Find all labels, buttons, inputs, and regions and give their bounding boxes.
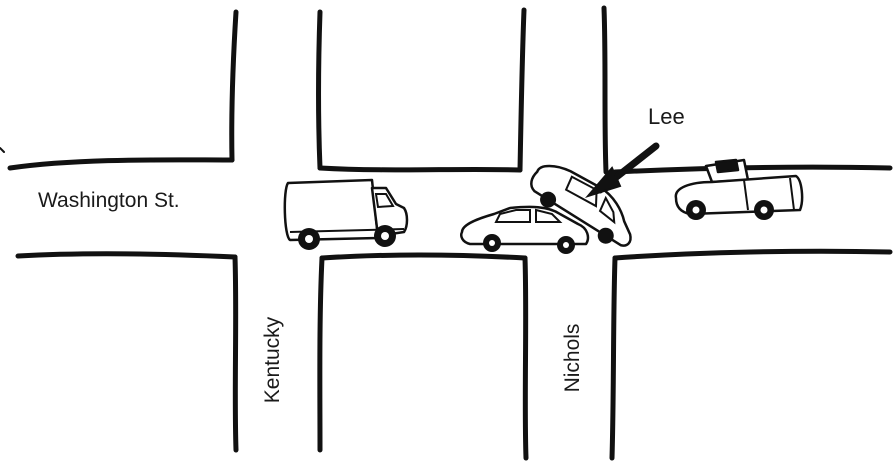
road-lines [0, 5, 893, 461]
washington-north-edge-west [7, 157, 235, 171]
washington-south-edge-west [15, 251, 238, 260]
kentucky-east-edge-south [317, 255, 325, 453]
kentucky-east-edge-north [316, 9, 323, 171]
box-truck [283, 178, 409, 250]
washington-north-edge-east [612, 164, 893, 175]
driver-label-lee: Lee [648, 104, 685, 129]
edge-tick [0, 147, 5, 153]
kentucky-west-edge-south [232, 254, 239, 453]
washington-south-edge-east [612, 248, 893, 261]
arrow-icon [584, 142, 660, 198]
car-sedan [460, 205, 590, 254]
nichols-west-edge-south [522, 255, 529, 461]
nichols-west-edge-north [517, 7, 527, 173]
nichols-east-edge-south [609, 255, 618, 461]
street-label-washington: Washington St. [38, 189, 180, 212]
pickup-truck [674, 158, 804, 220]
nichols-east-edge-north [601, 5, 609, 175]
street-label-kentucky: Kentucky [261, 316, 284, 404]
car-tilted [530, 164, 632, 247]
kentucky-west-edge-north [229, 9, 239, 163]
street-label-nichols: Nichols [561, 323, 584, 393]
washington-north-edge-middle [317, 165, 523, 173]
washington-south-edge-middle [319, 252, 528, 261]
